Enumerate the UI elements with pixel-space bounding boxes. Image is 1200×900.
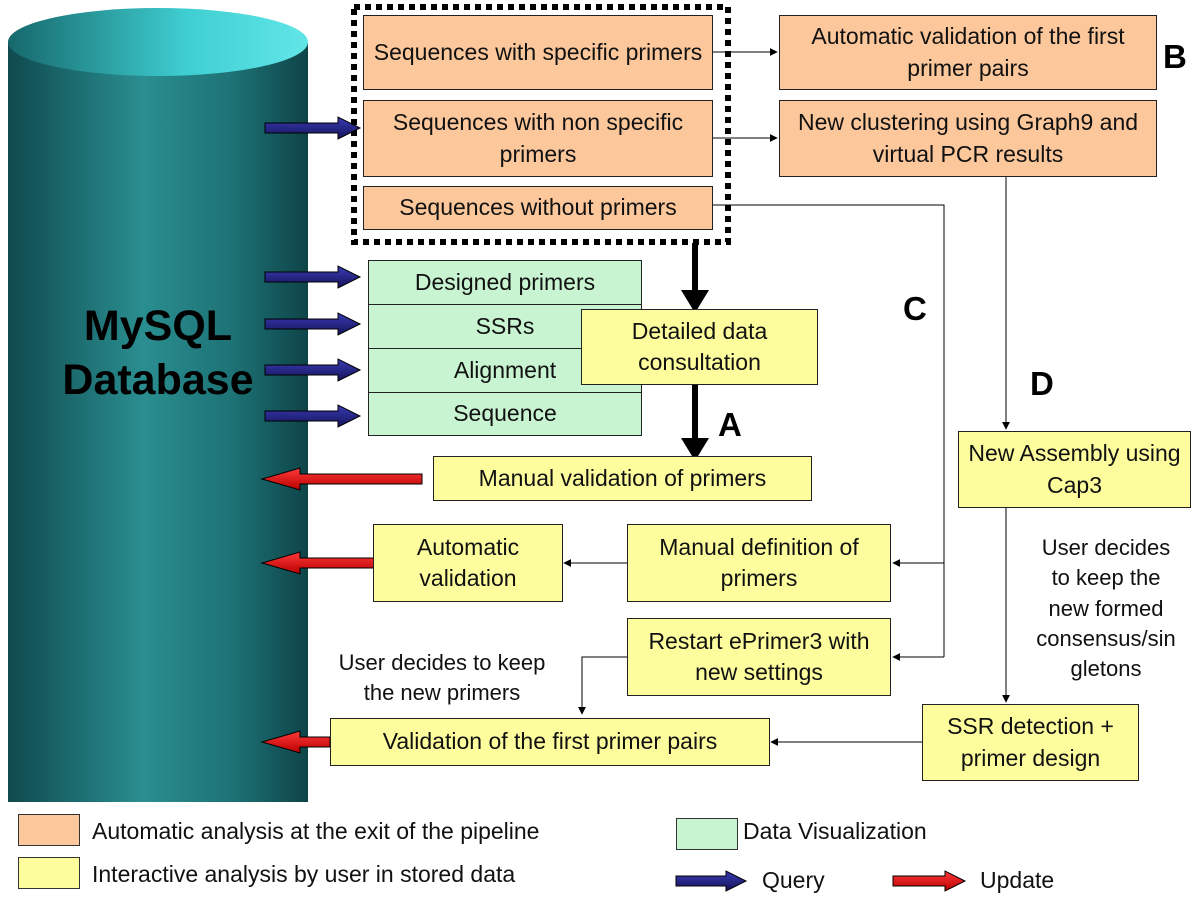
data-view-sequence: Sequence — [368, 392, 642, 436]
database-cylinder — [8, 8, 308, 802]
path-label-b: B — [1163, 38, 1187, 75]
legend-query-arrow — [675, 870, 748, 892]
note-keep-consensus: User decides to keep the new formed cons… — [1016, 533, 1196, 685]
query-arrow-designed-primers — [264, 265, 362, 289]
new-clustering-box: New clustering using Graph9 and virtual … — [779, 100, 1157, 177]
data-view-designed-primers: Designed primers — [368, 260, 642, 306]
sequences-specific-primers-label: Sequences with specific primers — [373, 38, 703, 65]
automatic-validation-first-pairs-box: Automatic validation of the first primer… — [779, 15, 1157, 90]
legend-automatic-swatch — [18, 814, 80, 846]
note-keep-consensus-line4: consensus/sin — [1036, 626, 1176, 652]
new-assembly-label: New Assembly using Cap3 — [968, 440, 1181, 498]
update-arrow-automatic-validation — [260, 551, 375, 575]
restart-eprimer3-box: Restart ePrimer3 with new settings — [627, 618, 891, 696]
detailed-data-consultation-label: Detailed data consultation — [631, 317, 768, 375]
validation-first-primer-pairs-label: Validation of the first primer pairs — [382, 728, 718, 755]
note-keep-consensus-line3: new formed — [1048, 595, 1164, 621]
update-arrows — [260, 467, 423, 754]
sequences-without-primers-label: Sequences without primers — [399, 194, 677, 221]
query-arrow-non-specific — [264, 116, 362, 140]
note-keep-consensus-line5: gletons — [1070, 656, 1142, 682]
legend-query-label: Query — [762, 867, 825, 893]
legend-visualization-swatch — [676, 818, 738, 850]
update-arrow-validation-first — [260, 730, 331, 754]
ssr-detection-box: SSR detection + primer design — [922, 704, 1139, 781]
database-label: MySQL Database — [8, 300, 308, 408]
restart-eprimer3-label: Restart ePrimer3 with new settings — [648, 627, 870, 685]
legend-update-arrow — [892, 870, 967, 892]
path-label-a: A — [718, 406, 742, 443]
new-assembly-box: New Assembly using Cap3 — [958, 431, 1191, 508]
detailed-data-consultation-box: Detailed data consultation — [581, 309, 818, 385]
database-label-line1: MySQL — [83, 302, 233, 350]
legend-automatic-label: Automatic analysis at the exit of the pi… — [92, 818, 540, 844]
ssr-detection-label: SSR detection + primer design — [947, 713, 1114, 771]
query-arrow-sequence — [264, 404, 362, 428]
legend-interactive-label: Interactive analysis by user in stored d… — [92, 861, 516, 887]
new-clustering-label: New clustering using Graph9 and virtual … — [797, 109, 1139, 167]
legend-interactive-swatch — [18, 857, 80, 889]
query-arrow-alignment — [264, 358, 362, 382]
data-view-designed-primers-label: Designed primers — [414, 269, 596, 296]
sequences-non-specific-primers-label: Sequences with non specific primers — [392, 109, 684, 167]
query-arrows — [264, 116, 362, 428]
automatic-validation-first-pairs-label: Automatic validation of the first primer… — [811, 23, 1125, 81]
manual-validation-primers-box: Manual validation of primers — [433, 456, 812, 501]
manual-validation-primers-label: Manual validation of primers — [478, 464, 767, 491]
note-keep-new-primers: User decides to keep the new primers — [312, 648, 572, 709]
path-label-c: C — [903, 290, 927, 327]
path-a-arrows — [681, 243, 709, 461]
path-label-d: D — [1030, 365, 1054, 402]
note-keep-consensus-line2: to keep the — [1051, 565, 1161, 591]
sequences-specific-primers-box: Sequences with specific primers — [363, 15, 713, 90]
legend-update-label: Update — [980, 867, 1055, 893]
data-view-sequence-label: Sequence — [453, 400, 557, 427]
sequences-non-specific-primers-box: Sequences with non specific primers — [363, 100, 713, 177]
legend-visualization-label: Data Visualization — [743, 818, 927, 844]
note-keep-new-primers-line2: the new primers — [363, 680, 521, 706]
automatic-validation-box: Automatic validation — [373, 524, 563, 602]
connectors — [563, 48, 1010, 746]
data-view-ssrs-label: SSRs — [475, 313, 535, 340]
validation-first-primer-pairs-box: Validation of the first primer pairs — [330, 718, 770, 766]
database-label-line2: Database — [62, 355, 254, 404]
update-arrow-manual-validation — [260, 467, 423, 491]
note-keep-new-primers-line1: User decides to keep — [338, 650, 546, 675]
note-keep-consensus-line1: User decides — [1041, 535, 1171, 560]
manual-definition-primers-label: Manual definition of primers — [659, 533, 859, 591]
manual-definition-primers-box: Manual definition of primers — [627, 524, 891, 602]
query-arrow-ssrs — [264, 312, 362, 336]
automatic-validation-label: Automatic validation — [416, 533, 520, 591]
data-view-alignment-label: Alignment — [453, 357, 557, 384]
sequences-without-primers-box: Sequences without primers — [363, 186, 713, 230]
